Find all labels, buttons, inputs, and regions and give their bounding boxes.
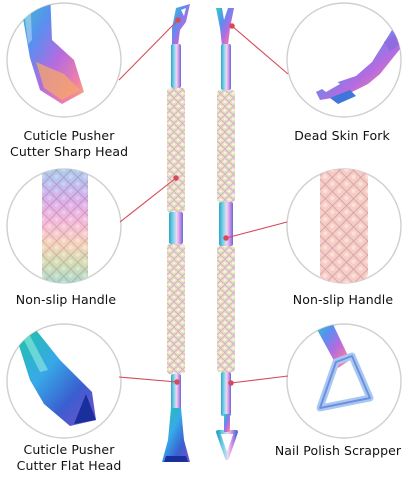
detail-handle-right-image <box>286 168 402 284</box>
detail-handle-left-image <box>6 168 122 284</box>
detail-fork-image <box>286 2 402 118</box>
right-tool-image <box>216 8 238 460</box>
label-non-slip-handle-right: Non-slip Handle <box>283 292 403 308</box>
callout-lines <box>118 17 289 386</box>
detail-sharp-head-image <box>6 2 122 118</box>
label-non-slip-handle-left: Non-slip Handle <box>6 292 126 308</box>
label-line: Non-slip Handle <box>15 292 117 307</box>
label-line: Cuticle Pusher <box>23 128 115 143</box>
label-cuticle-pusher-flat-head: Cuticle Pusher Cutter Flat Head <box>10 442 128 474</box>
label-line: Non-slip Handle <box>292 292 394 307</box>
label-line: Dead Skin Fork <box>294 128 390 143</box>
label-nail-polish-scrapper: Nail Polish Scrapper <box>270 443 406 459</box>
label-dead-skin-fork: Dead Skin Fork <box>286 128 398 144</box>
label-cuticle-pusher-sharp-head: Cuticle Pusher Cutter Sharp Head <box>10 128 128 160</box>
detail-flat-head-image <box>6 323 122 439</box>
label-line: Cutter Sharp Head <box>10 144 129 159</box>
label-line: Cuticle Pusher <box>23 442 115 457</box>
label-line: Cutter Flat Head <box>16 458 122 473</box>
label-line: Nail Polish Scrapper <box>274 443 402 458</box>
detail-scrapper-image <box>286 323 402 439</box>
left-tool-image <box>162 4 190 462</box>
